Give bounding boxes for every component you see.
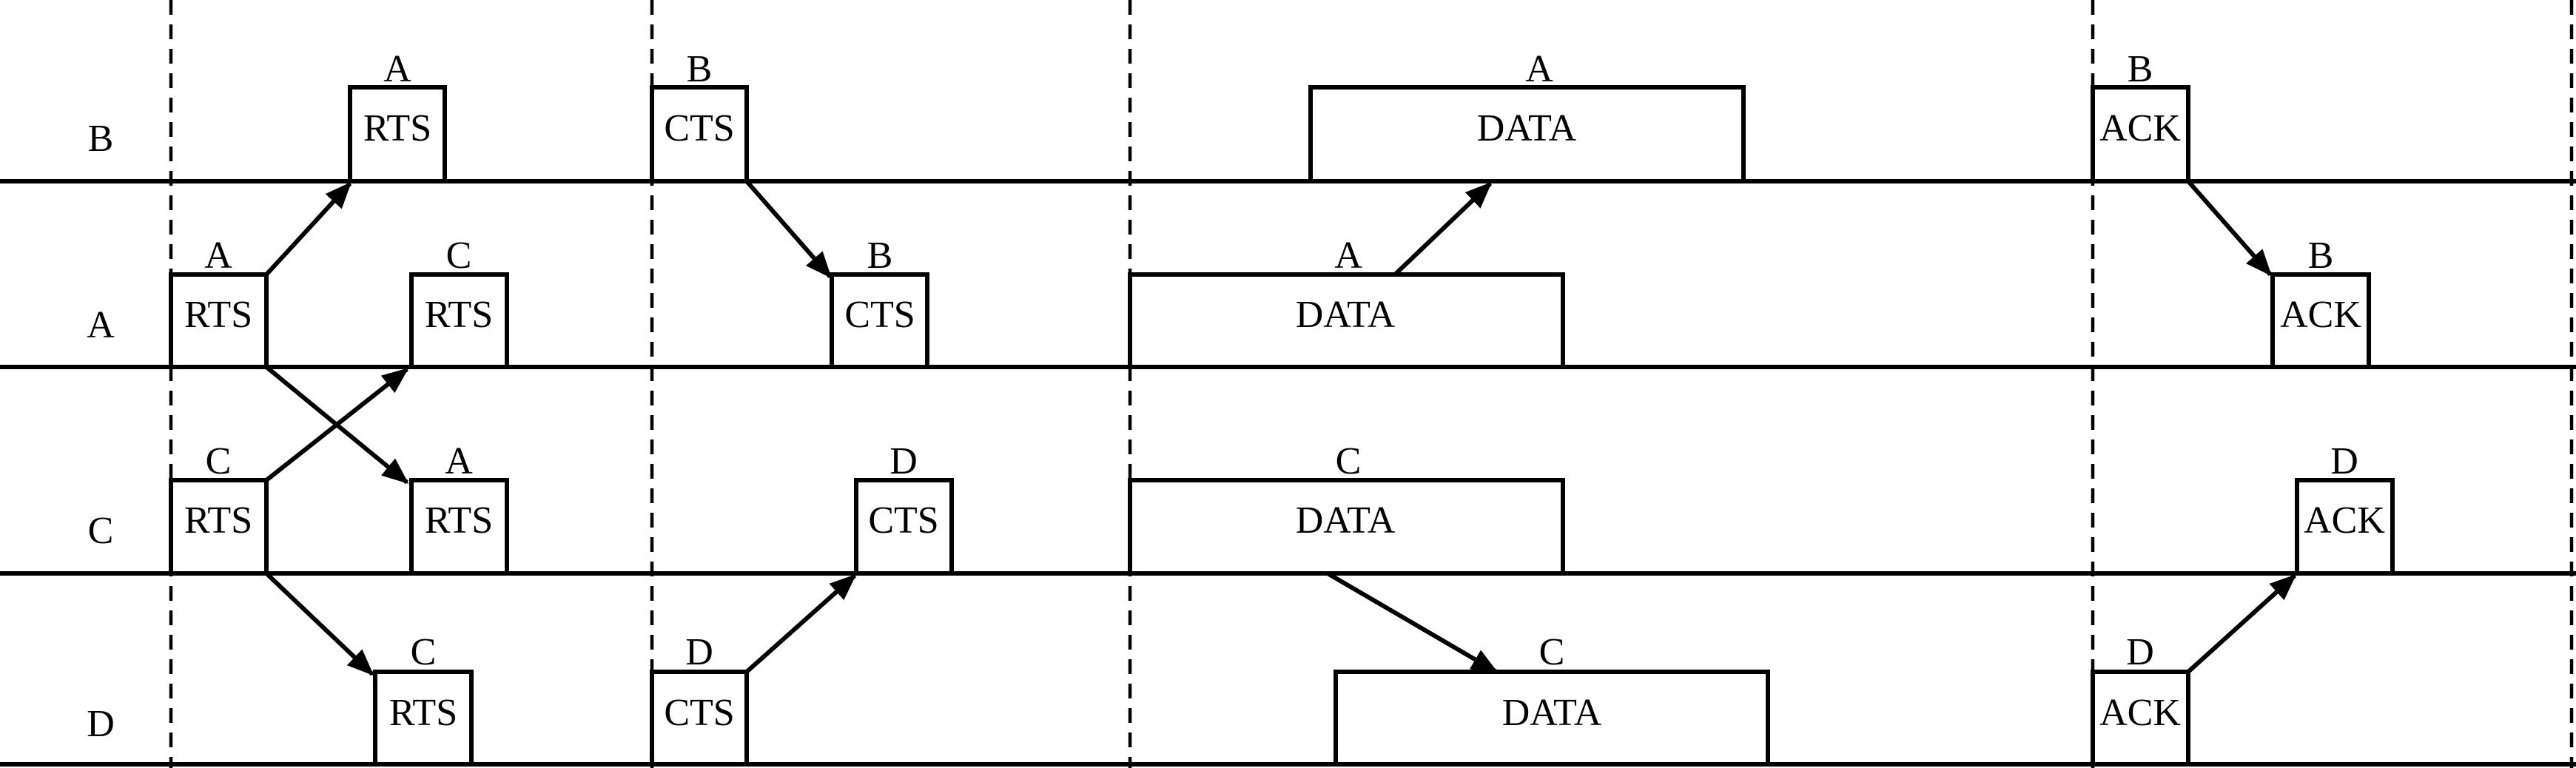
arrow-d-ack-to-c bbox=[2186, 573, 2297, 674]
svg-text:DATA: DATA bbox=[1296, 499, 1396, 542]
frame-b-ack: ACK B bbox=[2091, 48, 2190, 181]
frame-c-data: DATA C bbox=[1128, 440, 1565, 573]
svg-text:C: C bbox=[1336, 440, 1362, 482]
svg-text:D: D bbox=[2330, 440, 2358, 482]
svg-text:CTS: CTS bbox=[868, 499, 938, 542]
row-label-d: D bbox=[87, 703, 115, 745]
svg-text:A: A bbox=[1334, 235, 1362, 277]
frame-a-ack: ACK B bbox=[2270, 235, 2371, 367]
frame-c-ack: ACK D bbox=[2295, 440, 2395, 573]
frame-d-cts: CTS D bbox=[650, 631, 749, 764]
svg-text:CTS: CTS bbox=[664, 692, 734, 734]
svg-text:DATA: DATA bbox=[1477, 107, 1577, 149]
frame-d-rts: RTS C bbox=[373, 631, 474, 764]
svg-text:ACK: ACK bbox=[2099, 692, 2181, 734]
arrow-a-data-to-b bbox=[1393, 181, 1493, 277]
frame-c-cts: CTS D bbox=[854, 440, 954, 573]
svg-text:D: D bbox=[2126, 631, 2154, 673]
frame-b-cts: CTS B bbox=[650, 48, 749, 181]
svg-text:B: B bbox=[687, 48, 713, 90]
frame-d-data: DATA C bbox=[1334, 631, 1770, 764]
arrow-b-ack-to-a bbox=[2186, 180, 2273, 277]
svg-text:DATA: DATA bbox=[1296, 294, 1396, 336]
svg-text:ACK: ACK bbox=[2304, 499, 2385, 542]
svg-text:RTS: RTS bbox=[425, 499, 493, 542]
svg-text:C: C bbox=[411, 631, 437, 673]
frame-a-data: DATA A bbox=[1128, 235, 1565, 367]
row-label-b: B bbox=[88, 118, 114, 160]
row-label-c: C bbox=[88, 510, 114, 552]
row-label-a: A bbox=[87, 304, 115, 346]
svg-text:C: C bbox=[1539, 631, 1565, 673]
svg-text:C: C bbox=[206, 440, 232, 482]
svg-text:A: A bbox=[1525, 48, 1553, 90]
svg-text:RTS: RTS bbox=[363, 107, 431, 149]
svg-text:CTS: CTS bbox=[664, 107, 734, 149]
frame-b-rts: RTS A bbox=[348, 48, 447, 181]
svg-text:RTS: RTS bbox=[425, 294, 493, 336]
svg-text:RTS: RTS bbox=[184, 499, 252, 542]
frame-a-cts: CTS B bbox=[830, 235, 929, 367]
frame-c-rts: RTS A bbox=[409, 440, 509, 573]
svg-text:ACK: ACK bbox=[2280, 294, 2361, 336]
svg-text:A: A bbox=[204, 235, 232, 277]
svg-text:B: B bbox=[867, 235, 893, 277]
arrow-d-cts-to-c bbox=[745, 573, 857, 674]
frame-b-data: DATA A bbox=[1308, 48, 1746, 181]
svg-text:B: B bbox=[2308, 235, 2334, 277]
svg-text:B: B bbox=[2128, 48, 2153, 90]
arrow-b-cts-to-a bbox=[744, 180, 833, 279]
svg-text:ACK: ACK bbox=[2099, 107, 2181, 149]
svg-text:RTS: RTS bbox=[184, 294, 252, 336]
arrow-c-rts-to-d bbox=[264, 571, 374, 676]
frame-c-rts: RTS C bbox=[169, 440, 269, 573]
svg-text:A: A bbox=[383, 48, 411, 90]
frame-a-rts: RTS C bbox=[409, 235, 509, 367]
arrow-a-rts-to-c bbox=[265, 365, 409, 485]
frame-d-ack: ACK D bbox=[2091, 631, 2190, 764]
svg-text:C: C bbox=[446, 235, 472, 277]
frame-a-rts: RTS A bbox=[169, 235, 269, 367]
svg-text:DATA: DATA bbox=[1502, 692, 1602, 734]
arrow-a-rts-to-b bbox=[264, 181, 352, 277]
arrow-c-data-to-d bbox=[1326, 571, 1499, 674]
svg-text:A: A bbox=[445, 440, 473, 482]
svg-text:D: D bbox=[890, 440, 918, 482]
svg-text:CTS: CTS bbox=[844, 294, 915, 336]
svg-text:D: D bbox=[685, 631, 713, 673]
svg-text:RTS: RTS bbox=[389, 692, 457, 734]
